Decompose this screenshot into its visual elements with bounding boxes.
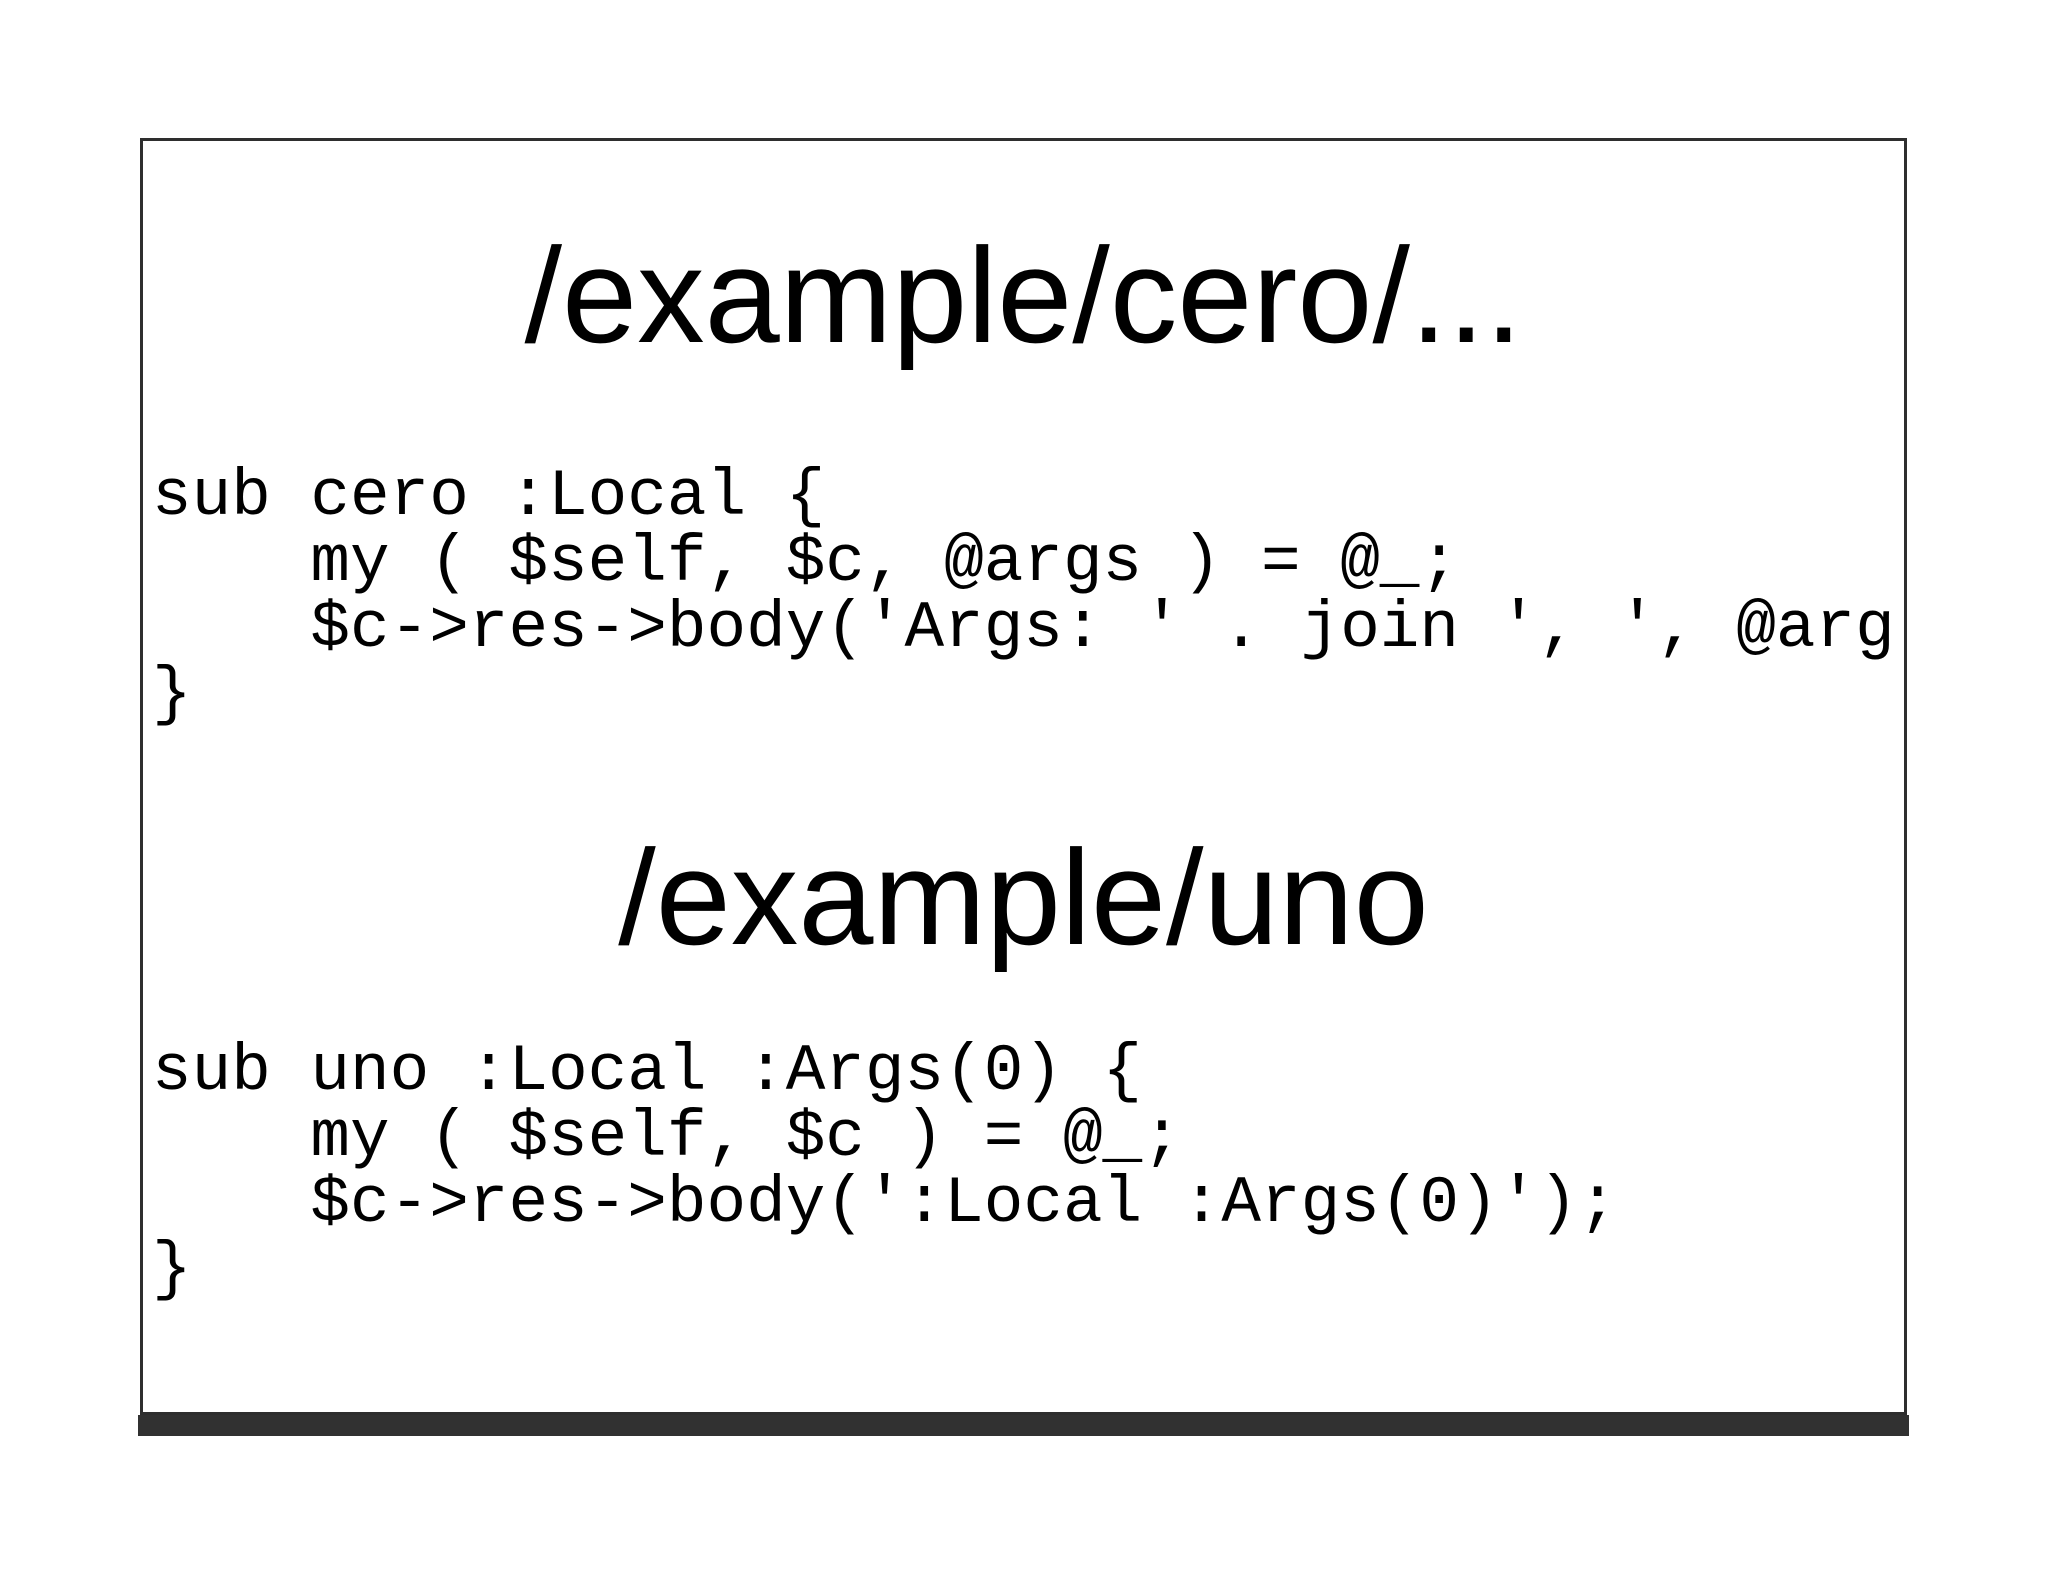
code-block-cero: sub cero :Local { my ( $self, $c, @args …	[152, 459, 1895, 732]
code-block-uno: sub uno :Local :Args(0) { my ( $self, $c…	[152, 1034, 1618, 1307]
slide-frame: /example/cero/... sub cero :Local { my (…	[140, 138, 1907, 1415]
section-title-cero: /example/cero/...	[524, 220, 1523, 371]
section-title-uno: /example/uno	[618, 822, 1429, 973]
slide-bottom-shadow-bar	[138, 1415, 1909, 1436]
